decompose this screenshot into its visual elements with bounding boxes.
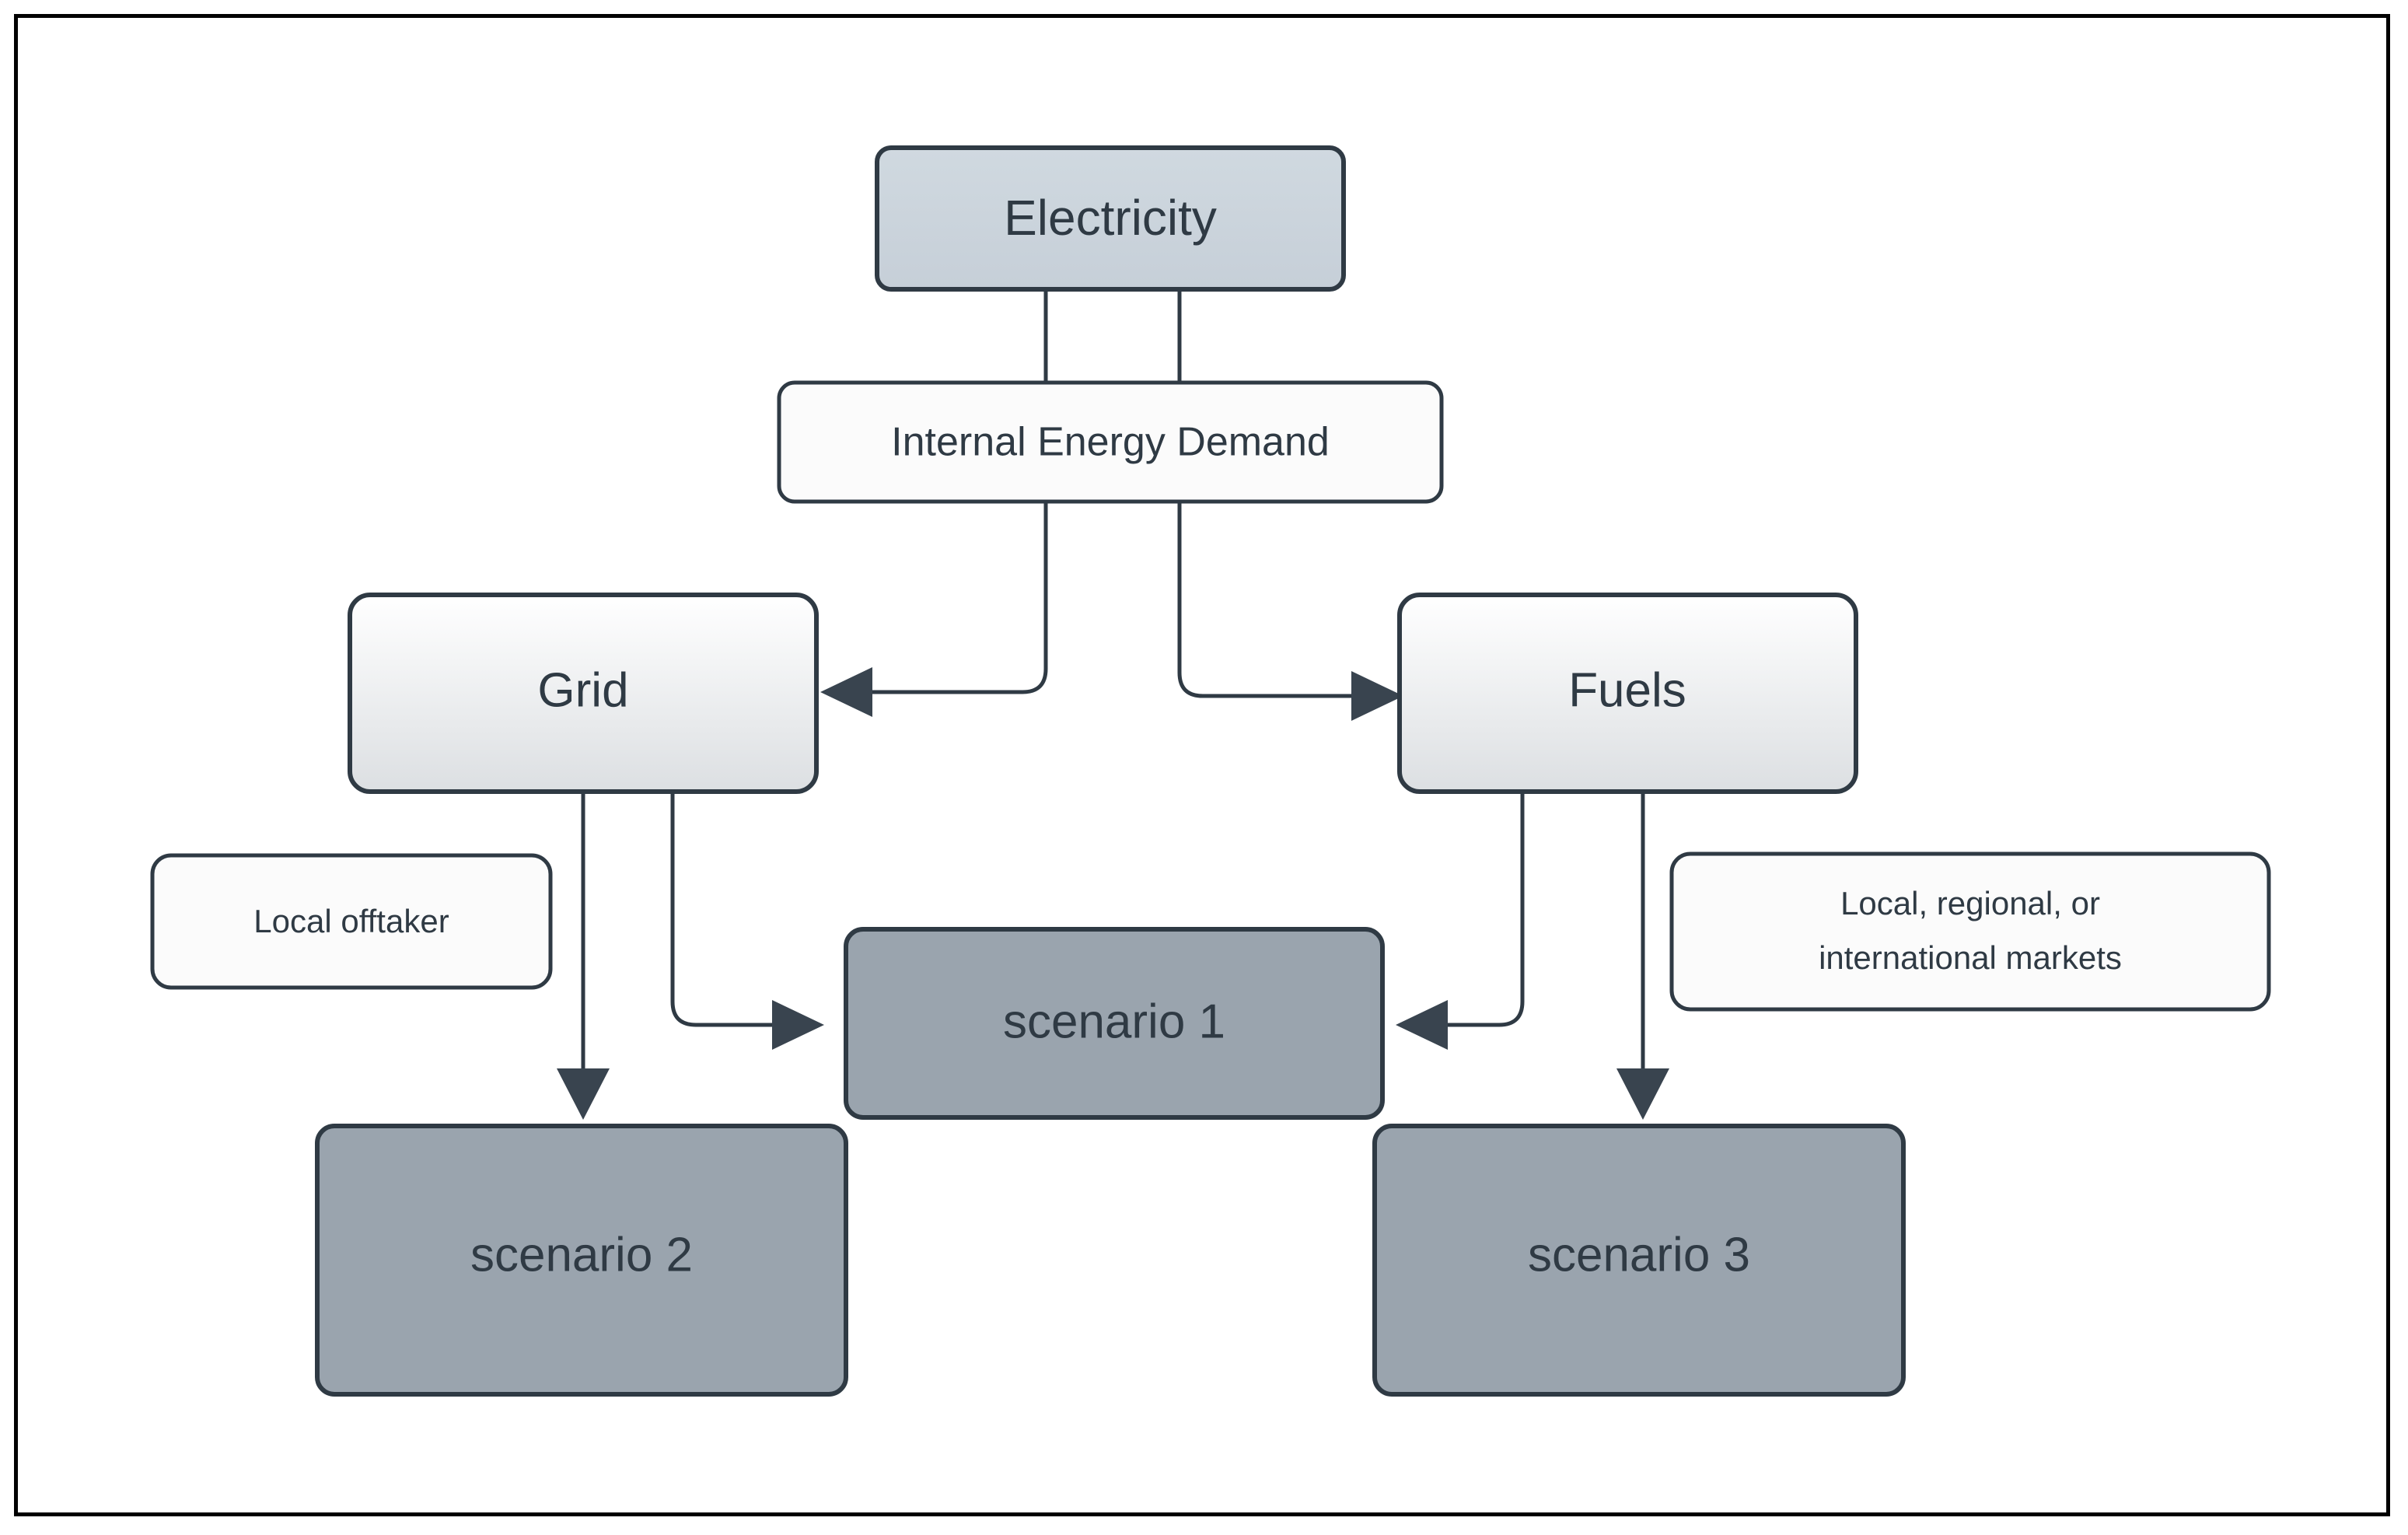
edge-electricity-to-grid-line bbox=[867, 289, 1048, 694]
arrow-head-left-to-scenario-1 bbox=[1396, 1000, 1448, 1050]
edge-electricity-to-fuels-line bbox=[1177, 289, 1357, 698]
edge-grid-to-scenario-2 bbox=[557, 792, 610, 1120]
node-fuels-label: Fuels bbox=[1568, 663, 1686, 717]
node-fuels-box[interactable] bbox=[1397, 593, 1858, 794]
node-scenario-3[interactable]: scenario 3 bbox=[1372, 1124, 1906, 1397]
arrow-head-right-to-fuels bbox=[1351, 671, 1403, 721]
arrow-head-down-to-scenario-2 bbox=[557, 1068, 610, 1120]
arrow-head-right-to-scenario-1 bbox=[772, 1000, 824, 1050]
node-markets-box bbox=[1669, 851, 2271, 1012]
edge-fuels-to-scenario-1 bbox=[1396, 792, 1525, 1050]
node-fuels[interactable]: Fuels bbox=[1397, 593, 1858, 794]
node-internal-energy-demand-label: Internal Energy Demand bbox=[891, 420, 1330, 465]
node-electricity[interactable]: Electricity bbox=[875, 145, 1346, 292]
node-local-offtaker: Local offtaker bbox=[150, 853, 553, 990]
node-markets-label-line2: international markets bbox=[1819, 939, 2122, 976]
edge-electricity-to-grid bbox=[820, 289, 1048, 717]
node-electricity-box[interactable] bbox=[875, 145, 1346, 292]
arrow-head-down-to-scenario-3 bbox=[1616, 1068, 1669, 1120]
edge-grid-to-scenario-1 bbox=[670, 792, 824, 1050]
node-scenario-1-box[interactable] bbox=[844, 927, 1385, 1120]
node-local-offtaker-box bbox=[150, 853, 553, 990]
node-internal-energy-demand: Internal Energy Demand bbox=[777, 380, 1444, 504]
edge-layer bbox=[557, 289, 1669, 1120]
node-grid-label: Grid bbox=[537, 663, 628, 717]
edge-grid-to-scenario-1-line bbox=[670, 792, 778, 1027]
node-markets: Local, regional, or international market… bbox=[1669, 851, 2271, 1012]
node-scenario-2-label: scenario 2 bbox=[470, 1228, 693, 1281]
node-scenario-2[interactable]: scenario 2 bbox=[315, 1124, 848, 1397]
arrow-head-left-to-grid bbox=[820, 667, 872, 717]
node-electricity-label: Electricity bbox=[1004, 190, 1217, 246]
node-scenario-3-box[interactable] bbox=[1372, 1124, 1906, 1397]
edge-electricity-to-fuels bbox=[1177, 289, 1403, 721]
edge-fuels-to-scenario-1-line bbox=[1442, 792, 1525, 1027]
node-markets-label-line1: Local, regional, or bbox=[1840, 885, 2100, 921]
node-grid-box[interactable] bbox=[348, 593, 819, 794]
node-grid[interactable]: Grid bbox=[348, 593, 819, 794]
node-scenario-3-label: scenario 3 bbox=[1528, 1228, 1750, 1281]
node-local-offtaker-label: Local offtaker bbox=[253, 903, 449, 939]
node-scenario-1[interactable]: scenario 1 bbox=[844, 927, 1385, 1120]
node-scenario-1-label: scenario 1 bbox=[1003, 995, 1225, 1048]
edge-fuels-to-scenario-3 bbox=[1616, 792, 1669, 1120]
node-scenario-2-box[interactable] bbox=[315, 1124, 848, 1397]
node-internal-energy-demand-box bbox=[777, 380, 1444, 504]
